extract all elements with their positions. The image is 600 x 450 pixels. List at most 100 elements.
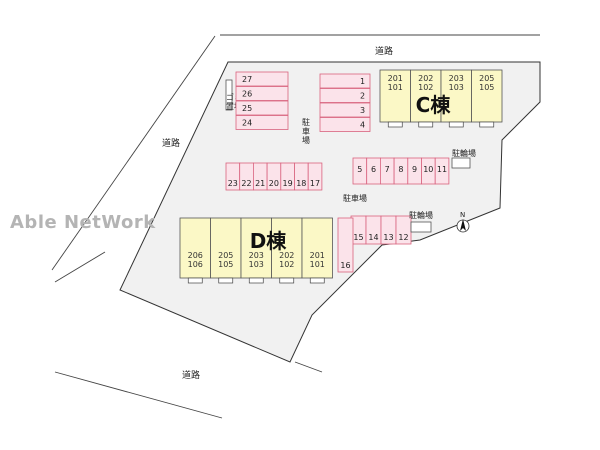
parking-slot: 6 <box>366 157 381 185</box>
parking-slot: 17 <box>307 162 323 191</box>
trash-label: ゴミ置場 <box>226 92 242 111</box>
parking-number: 9 <box>412 165 417 174</box>
parking-slot: 1 <box>319 73 371 89</box>
unit-number-upper: 205 <box>479 74 494 83</box>
unit-number-lower: 105 <box>479 83 494 92</box>
parking-number: 20 <box>269 179 279 188</box>
building-name: C棟 <box>416 93 452 117</box>
parking-number: 7 <box>385 165 390 174</box>
unit-number-lower: 102 <box>279 260 294 269</box>
parking-slot: 19 <box>280 162 295 191</box>
parking-number: 2 <box>360 92 365 101</box>
unit-number-upper: 206 <box>188 251 203 260</box>
parking-slot: 27 <box>235 71 289 87</box>
watermark: Able NetWork <box>10 212 156 233</box>
parking-number: 10 <box>423 165 433 174</box>
parking-slot: 10 <box>421 157 436 185</box>
parking-slot: 9 <box>407 157 422 185</box>
parking-number: 5 <box>357 165 362 174</box>
bike-shed-center <box>410 221 432 233</box>
unit-number-lower: 101 <box>388 83 403 92</box>
bike-label-center: 駐輪場 <box>409 210 433 220</box>
parking-number: 12 <box>398 233 408 242</box>
parking-number: 23 <box>228 179 238 188</box>
parking-number: 3 <box>360 106 365 115</box>
parking-slot: 7 <box>379 157 395 185</box>
parking-number: 25 <box>242 104 252 113</box>
unit-number-upper: 201 <box>388 74 403 83</box>
site-lot <box>119 61 541 363</box>
parking-slot: 11 <box>434 157 450 185</box>
parking-number: 13 <box>383 233 393 242</box>
compass-icon <box>456 219 470 233</box>
unit-number-upper: 203 <box>249 251 264 260</box>
parking-slot: 25 <box>235 100 289 116</box>
unit-number-lower: 102 <box>418 83 433 92</box>
parking-slot: 26 <box>235 86 289 101</box>
parking-number: 18 <box>296 179 306 188</box>
unit-number-upper: 205 <box>218 251 233 260</box>
parking-slot: 2 <box>319 88 371 103</box>
parking-number: 14 <box>368 233 378 242</box>
parking-slot: 4 <box>319 117 371 132</box>
parking-number: 6 <box>371 165 376 174</box>
parking-number: 24 <box>242 119 252 128</box>
parking-number: 1 <box>360 77 365 86</box>
compass-label: N <box>460 211 465 219</box>
parking-slot: 24 <box>235 115 289 130</box>
parking-slot: 16 <box>337 217 354 273</box>
unit-number-lower: 101 <box>310 260 325 269</box>
parking-number: 11 <box>437 165 447 174</box>
parking-number: 21 <box>255 179 265 188</box>
parking-slot: 8 <box>393 157 409 185</box>
roads <box>51 34 540 419</box>
unit-number-upper: 203 <box>449 74 464 83</box>
bike-shed-east <box>451 157 471 169</box>
parking-slot: 21 <box>252 162 268 191</box>
parking-slot: 12 <box>395 215 412 245</box>
parking-slot: 13 <box>380 215 397 245</box>
parking-slot: 23 <box>225 162 241 191</box>
unit-number-lower: 103 <box>449 83 464 92</box>
parking-number: 17 <box>310 179 320 188</box>
road-label-north: 道路 <box>375 45 393 57</box>
bike-label-east: 駐輪場 <box>452 148 476 158</box>
unit-number-upper: 202 <box>279 251 294 260</box>
parking-number: 22 <box>241 179 251 188</box>
unit-number-lower: 105 <box>218 260 233 269</box>
building-name: D棟 <box>250 229 288 253</box>
unit-number-upper: 202 <box>418 74 433 83</box>
parking-number: 26 <box>242 90 252 99</box>
parking-label-upper: 駐車場 <box>302 117 310 145</box>
parking-number: 4 <box>360 121 365 130</box>
parking-label-center: 駐車場 <box>343 193 367 203</box>
road-label-south: 道路 <box>182 369 200 381</box>
parking-slot: 20 <box>266 162 282 191</box>
parking-number: 27 <box>242 75 252 84</box>
parking-number: 8 <box>398 165 403 174</box>
parking-slot: 14 <box>365 215 382 245</box>
parking-slot: 22 <box>239 162 254 191</box>
parking-number: 16 <box>340 261 350 270</box>
unit-number-lower: 103 <box>249 260 264 269</box>
parking-number: 15 <box>353 233 363 242</box>
unit-number-lower: 106 <box>188 260 203 269</box>
road-label-west: 道路 <box>162 137 180 149</box>
unit-number-upper: 201 <box>310 251 325 260</box>
parking-slot: 18 <box>294 162 309 191</box>
trash-area <box>225 79 233 111</box>
parking-number: 19 <box>283 179 293 188</box>
parking-slot: 5 <box>352 157 368 185</box>
